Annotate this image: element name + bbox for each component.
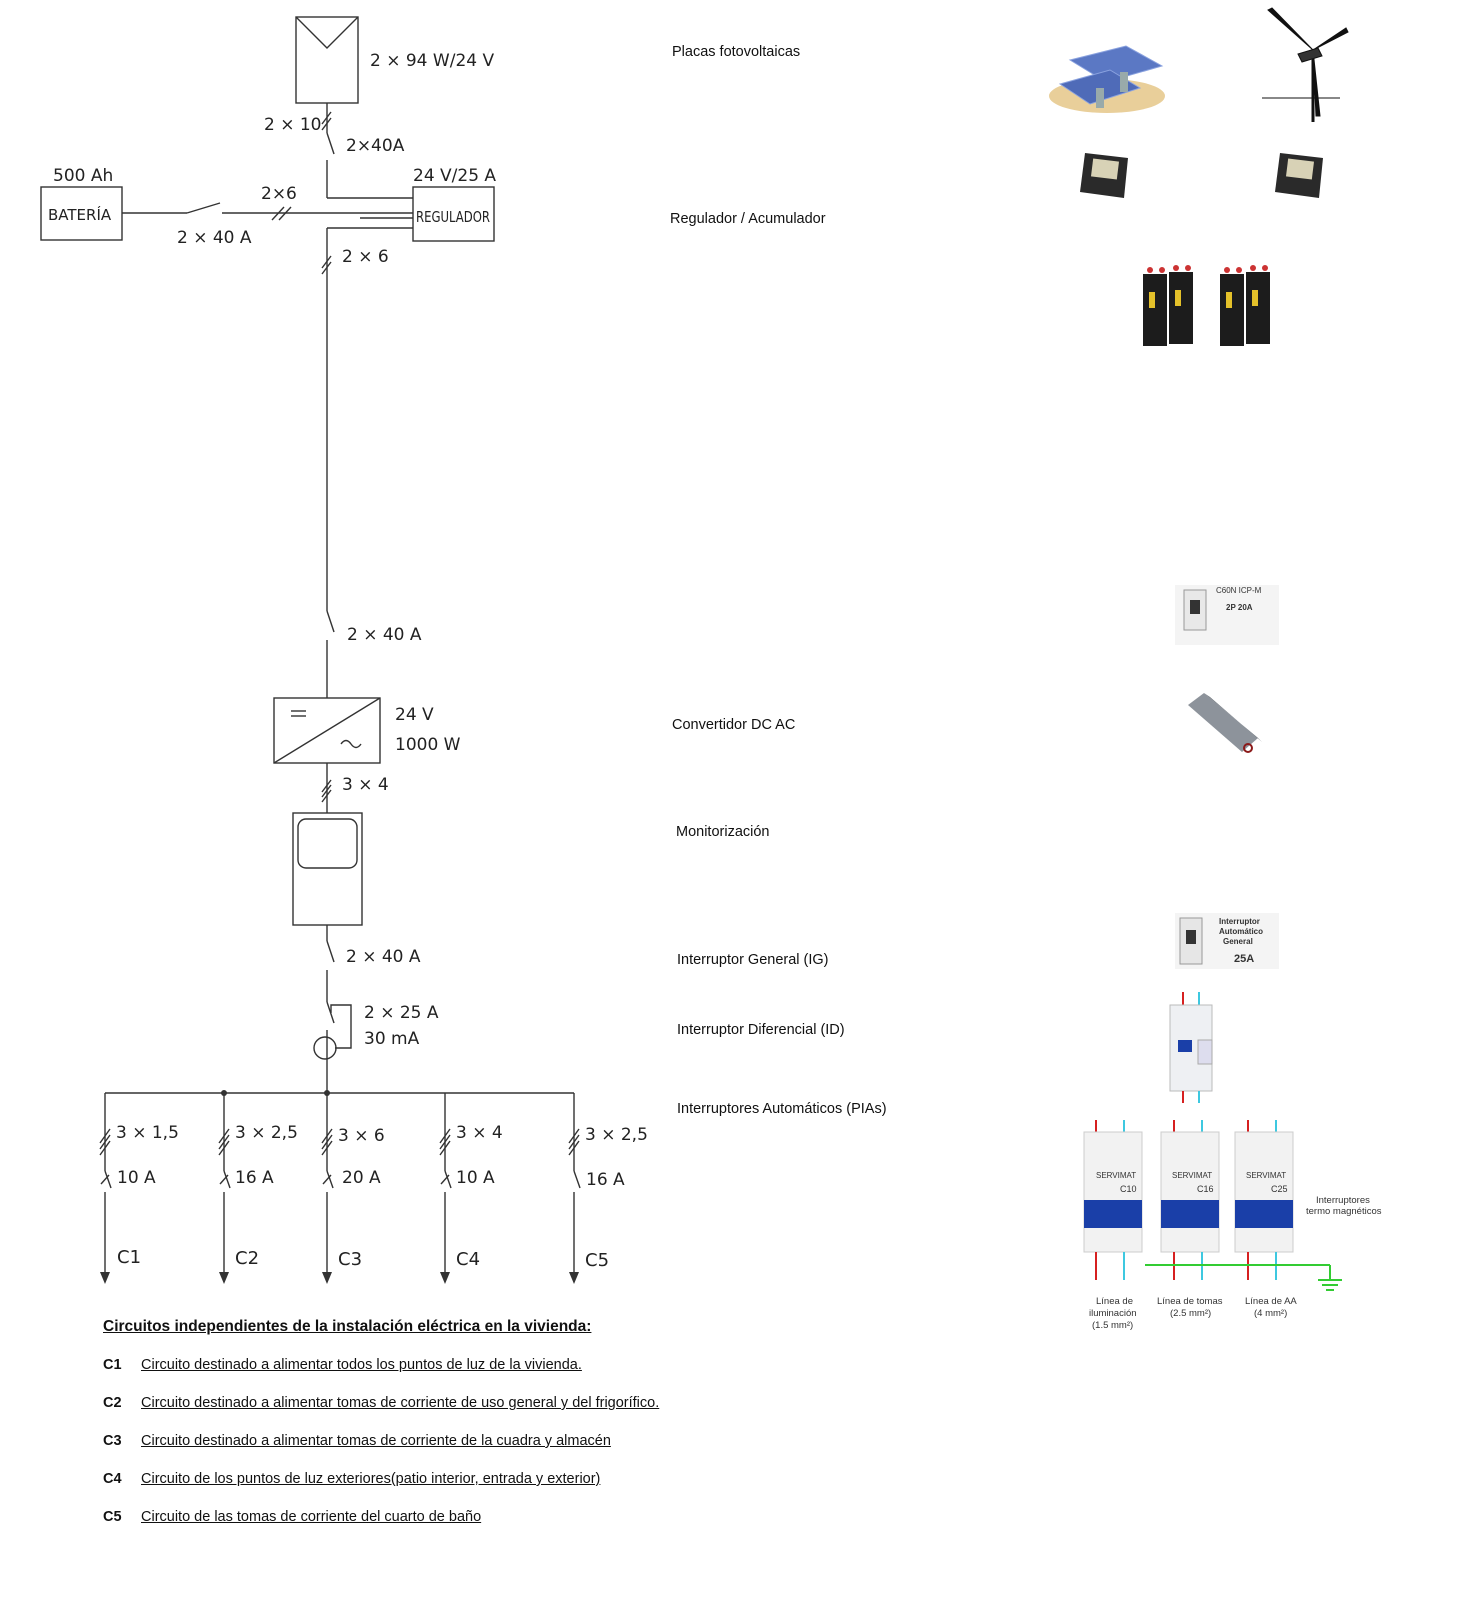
circuit-cable: 3 × 1,5 (116, 1123, 179, 1143)
circuit-cable: 3 × 2,5 (235, 1123, 298, 1143)
circuit-name: C4 (456, 1249, 480, 1270)
main-switch-rating: 2 × 40 A (346, 947, 421, 967)
ground-icon (1145, 1264, 1342, 1291)
breaker-label: C16 (1197, 1184, 1214, 1194)
ig-label-1: Interruptor (1219, 917, 1260, 926)
regulator-label: REGULADOR (416, 208, 490, 226)
pv-panel-symbol (295, 16, 359, 104)
circuit-breaker: 20 A (342, 1168, 381, 1188)
line-label: Línea de tomas (1157, 1296, 1223, 1307)
circuit-cable: 3 × 6 (338, 1126, 385, 1146)
section-ig: Interruptor General (IG) (677, 952, 829, 968)
battery-bank-icon (1143, 265, 1270, 346)
solar-panel-icon (1049, 45, 1165, 113)
line-label: iluminación (1089, 1308, 1137, 1319)
section-pv: Placas fotovoltaicas (672, 44, 801, 60)
battery-capacity: 500 Ah (53, 166, 113, 186)
inverter-power: 1000 W (395, 735, 461, 755)
brand-label: SERVIMAT (1172, 1171, 1212, 1180)
line-label: (1.5 mm²) (1092, 1320, 1133, 1331)
circuit-legend: Circuitos independientes de la instalaci… (103, 1318, 823, 1547)
pv-breaker: 2×40A (346, 136, 405, 156)
section-pias: Interruptores Automáticos (PIAs) (677, 1101, 887, 1117)
ig-rating: 25A (1234, 953, 1254, 965)
legend-item: C5 Circuito de las tomas de corriente del… (103, 1509, 823, 1547)
battery-cable: 2×6 (261, 184, 297, 204)
circuit-breaker: 16 A (586, 1170, 625, 1190)
legend-code: C2 (103, 1395, 122, 1411)
ig-label-3: General (1223, 937, 1253, 946)
inverter-breaker: 2 × 40 A (347, 625, 422, 645)
inverter-cable: 3 × 4 (342, 775, 389, 795)
legend-text: Circuito de los puntos de luz exteriores… (141, 1471, 601, 1487)
legend-text: Circuito de las tomas de corriente del c… (141, 1509, 482, 1525)
inverter-voltage: 24 V (395, 705, 434, 725)
pv-spec: 2 × 94 W/24 V (370, 51, 494, 71)
circuit-cable: 3 × 2,5 (585, 1125, 648, 1145)
legend-text: Circuito destinado a alimentar tomas de … (141, 1433, 611, 1449)
legend-text: Circuito destinado a alimentar tomas de … (141, 1395, 660, 1411)
section-regulator: Regulador / Acumulador (670, 211, 826, 227)
legend-item: C3 Circuito destinado a alimentar tomas d… (103, 1433, 823, 1471)
legend-code: C4 (103, 1471, 122, 1487)
pv-cable: 2 × 10 (264, 115, 322, 135)
general-switch-icon: Interruptor Automático General 25A (1175, 913, 1279, 969)
battery-breaker: 2 × 40 A (177, 228, 252, 248)
regulator-cable: 2 × 6 (342, 247, 389, 267)
meter-symbol (292, 812, 363, 926)
circuit-breaker: 10 A (117, 1168, 156, 1188)
legend-item: C4 Circuito de los puntos de luz exterior… (103, 1471, 823, 1509)
brand-label: SERVIMAT (1096, 1171, 1136, 1180)
icp-label-2: 2P 20A (1226, 603, 1253, 612)
differential-device-icon (1169, 992, 1213, 1103)
ig-label-2: Automático (1219, 927, 1263, 936)
regulator-symbol (412, 186, 495, 242)
side-note-2: termo magnéticos (1306, 1206, 1382, 1217)
legend-item: C1 Circuito destinado a alimentar todos l… (103, 1357, 823, 1395)
differential-rating: 2 × 25 A (364, 1003, 439, 1023)
inverter-device-icon (1188, 693, 1262, 753)
single-line-diagram: 2 × 94 W/24 V 2 × 10 2×40A 500 Ah BATERÍ… (40, 16, 648, 1284)
battery-label: BATERÍA (48, 205, 112, 224)
brand-label: SERVIMAT (1246, 1171, 1286, 1180)
breaker-label: C10 (1120, 1184, 1137, 1194)
regulator-spec: 24 V/25 A (413, 166, 496, 186)
icp-label-1: C60N ICP-M (1216, 586, 1262, 595)
line-label: (2.5 mm²) (1170, 1308, 1211, 1319)
charge-controller-icon (1275, 153, 1323, 198)
pia-breaker-icon: SERVIMAT C16 (1160, 1120, 1220, 1280)
legend-text: Circuito destinado a alimentar todos los… (141, 1357, 582, 1373)
legend-code: C5 (103, 1509, 122, 1525)
side-note-1: Interruptores (1316, 1195, 1370, 1206)
circuit-name: C1 (117, 1247, 141, 1268)
line-label: Línea de AA (1245, 1296, 1297, 1307)
charge-controller-icon (1080, 153, 1128, 198)
legend-code: C3 (103, 1433, 122, 1449)
circuit-breaker: 16 A (235, 1168, 274, 1188)
pia-breaker-icon: SERVIMAT C25 (1234, 1120, 1294, 1280)
line-label: (4 mm²) (1254, 1308, 1287, 1319)
section-id: Interruptor Diferencial (ID) (677, 1022, 845, 1038)
circuit-name: C5 (585, 1250, 609, 1271)
section-monitor: Monitorización (676, 824, 770, 840)
section-converter: Convertidor DC AC (672, 717, 796, 733)
pia-breaker-icon: SERVIMAT C10 (1083, 1120, 1143, 1280)
differential-sensitivity: 30 mA (364, 1029, 420, 1049)
circuit-name: C2 (235, 1248, 259, 1269)
icp-breaker-icon: C60N ICP-M 2P 20A (1175, 585, 1279, 645)
wind-turbine-icon (1262, 7, 1349, 122)
legend-code: C1 (103, 1357, 122, 1373)
line-label: Línea de (1096, 1296, 1133, 1307)
circuit-cable: 3 × 4 (456, 1123, 503, 1143)
circuit-breaker: 10 A (456, 1168, 495, 1188)
legend-item: C2 Circuito destinado a alimentar tomas d… (103, 1395, 823, 1433)
breaker-label: C25 (1271, 1184, 1288, 1194)
legend-title: Circuitos independientes de la instalaci… (103, 1318, 592, 1335)
circuit-name: C3 (338, 1249, 362, 1270)
